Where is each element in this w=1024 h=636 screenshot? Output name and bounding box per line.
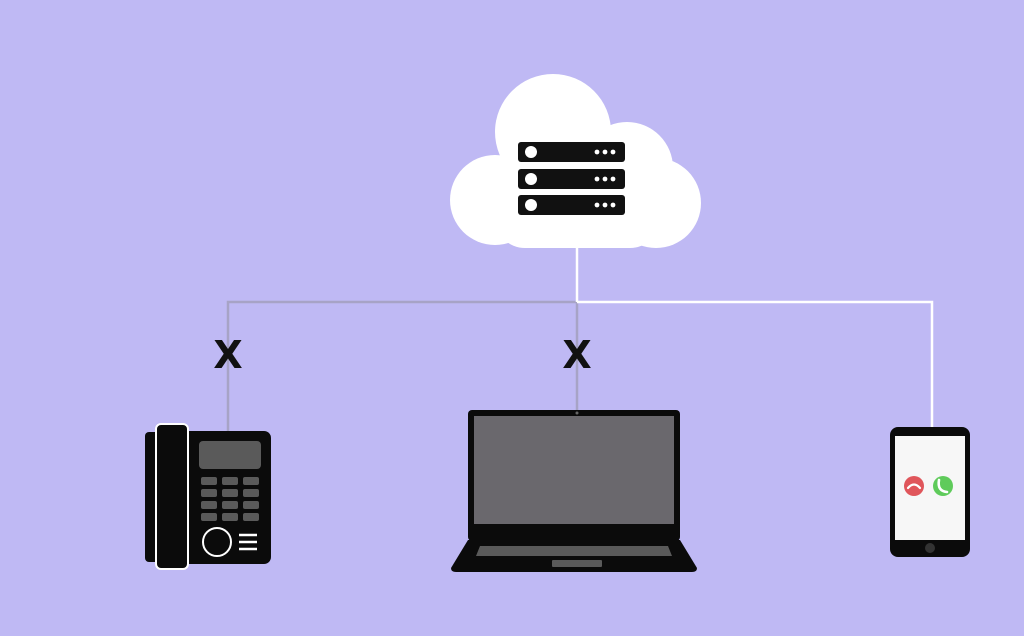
- laptop-icon: [451, 410, 697, 572]
- cloud: [450, 74, 701, 248]
- laptop-screen: [474, 416, 674, 524]
- accept-call-icon[interactable]: [933, 476, 953, 496]
- server-rack-icon: [518, 142, 625, 215]
- desk-phone-icon: [145, 423, 271, 570]
- broken-link-marker-laptop: X: [562, 333, 591, 377]
- broken-link-marker-desk-phone: X: [213, 333, 242, 377]
- decline-call-icon[interactable]: [904, 476, 924, 496]
- connection-lines: [226, 240, 934, 432]
- link-smartphone: [577, 300, 934, 428]
- link-desk-phone: [226, 300, 577, 432]
- smartphone-icon: [890, 427, 970, 557]
